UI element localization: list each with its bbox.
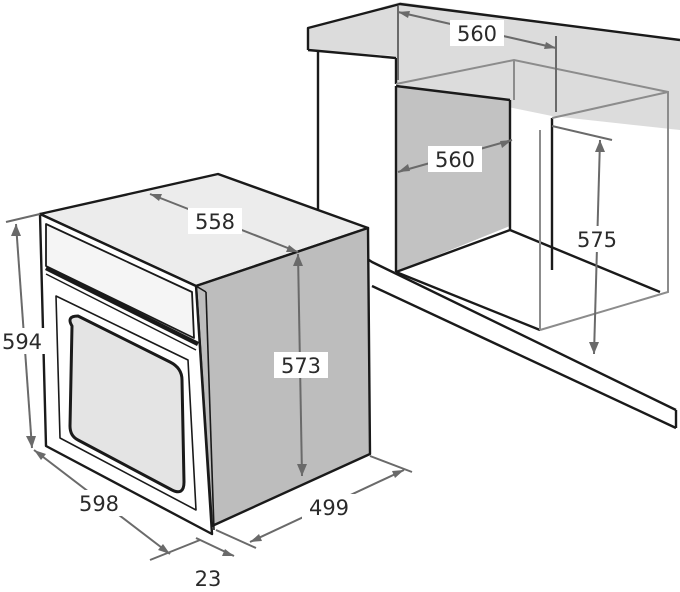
oven-door-edge-top xyxy=(195,285,207,293)
dimension-labels: 560 560 575 558 573 594 598 499 23 xyxy=(0,20,624,591)
label-oven-depth-bottom: 499 xyxy=(309,496,349,520)
arrow-head xyxy=(297,464,307,476)
arrow-head xyxy=(595,140,605,152)
label-cabinet-width-niche: 560 xyxy=(435,148,475,172)
dim-extension-front-top xyxy=(5,213,41,223)
arrow-head xyxy=(150,194,162,201)
label-background xyxy=(72,490,126,516)
label-oven-depth-top: 558 xyxy=(195,210,235,234)
dim-extension-width-right xyxy=(149,539,201,561)
dim-extension-depth-right xyxy=(369,455,413,473)
arrow-head xyxy=(11,224,21,236)
niche-top-edge xyxy=(395,84,511,102)
label-background xyxy=(188,566,228,590)
arrow-head xyxy=(250,534,262,542)
arrow-head xyxy=(286,245,298,252)
oven-door-handle-shadow xyxy=(45,273,197,351)
label-oven-height-side: 573 xyxy=(281,354,321,378)
arrow-head xyxy=(589,342,599,354)
dim-extension-height-top xyxy=(551,125,613,141)
oven-door-edge-side xyxy=(205,291,215,531)
label-background xyxy=(570,226,624,252)
oven-door-window xyxy=(68,314,186,494)
arrow-head xyxy=(293,254,303,266)
oven-control-panel xyxy=(45,223,195,339)
worktop-edge xyxy=(306,2,680,50)
oven-door-handle xyxy=(44,265,200,347)
niche-floor-edge xyxy=(395,228,661,294)
arrow-head xyxy=(500,140,512,148)
arrow-head xyxy=(26,436,36,448)
cabinet-floor-line-upper xyxy=(317,225,677,412)
label-door-thickness: 23 xyxy=(195,567,222,591)
label-background xyxy=(302,494,356,520)
label-background xyxy=(0,328,46,354)
cabinet xyxy=(306,2,680,430)
cabinet-floor-line-lower xyxy=(371,284,677,430)
niche-back-wall xyxy=(396,86,510,272)
arrow-head xyxy=(544,42,556,49)
arrow-head xyxy=(398,11,410,18)
oven-door-frame xyxy=(55,295,197,511)
worktop-front-edge xyxy=(307,48,397,60)
dim-extension-depth-left xyxy=(215,529,257,549)
label-background xyxy=(450,20,504,46)
arrow-head xyxy=(398,164,410,172)
label-oven-width: 598 xyxy=(79,492,119,516)
niche-opening-top xyxy=(551,91,669,119)
label-background xyxy=(428,146,482,172)
worktop-surface xyxy=(308,2,680,130)
arrow-head xyxy=(392,470,404,478)
niche-floor-front xyxy=(395,270,541,332)
arrow-head xyxy=(158,544,170,554)
arrow-head xyxy=(222,549,234,556)
label-background xyxy=(188,208,242,234)
arrow-head xyxy=(34,450,46,460)
label-oven-height-front: 594 xyxy=(2,330,42,354)
label-cabinet-height: 575 xyxy=(577,228,617,252)
label-cabinet-width-top: 560 xyxy=(457,22,497,46)
label-background xyxy=(274,352,328,378)
